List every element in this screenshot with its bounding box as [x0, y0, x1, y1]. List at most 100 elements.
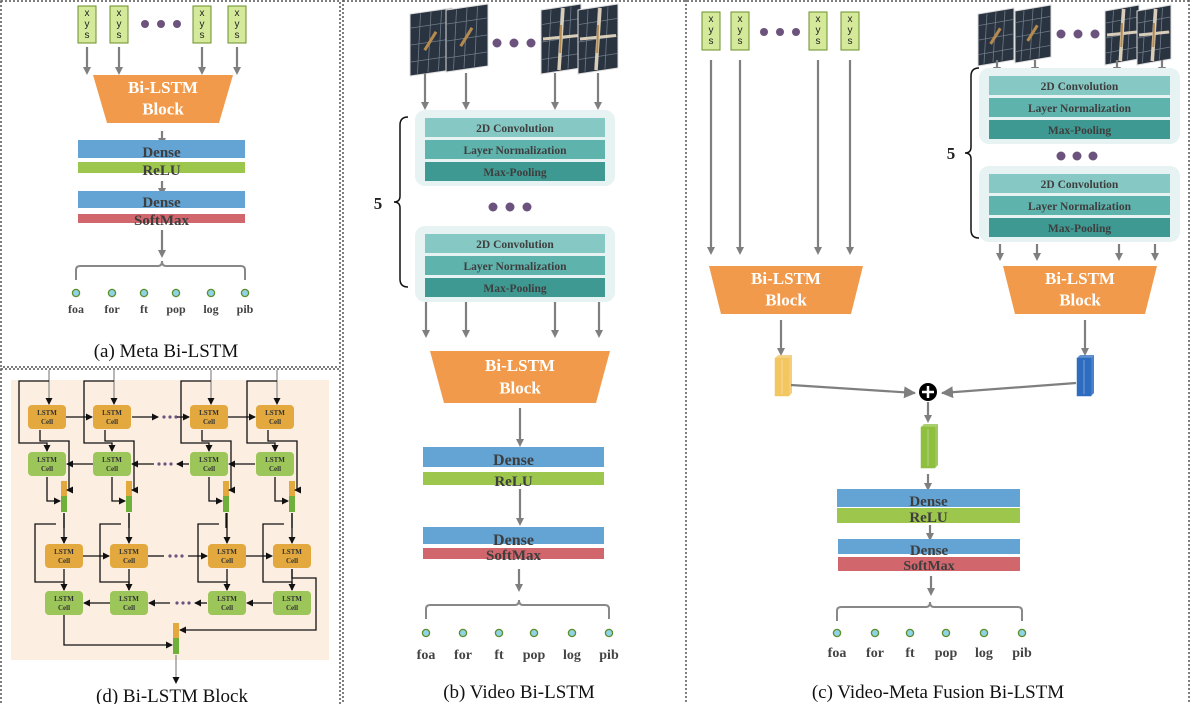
meta-to-fusion-arrow	[790, 383, 916, 399]
lstm-cell-label-line2: Cell	[58, 557, 70, 565]
input-token: xys	[192, 5, 212, 44]
dense-layer-2-bar	[838, 539, 1020, 554]
lstm-cell-label-line1: LSTM	[102, 456, 122, 464]
lstm-cell-label-line2: Cell	[269, 418, 281, 426]
output-node	[171, 288, 181, 298]
ellipsis-dot	[181, 601, 185, 605]
fused-feature-vector	[920, 424, 938, 469]
dense-layer-2: Dense	[423, 527, 604, 549]
output-label-ft: ft	[140, 302, 148, 316]
fused-feature-vector-top	[921, 424, 938, 427]
connection-line	[83, 380, 116, 452]
token-feature-label: x	[738, 14, 743, 25]
token-feature-label: x	[200, 8, 205, 19]
output-label-log: log	[203, 302, 218, 316]
bilstm-label-line2: Block	[765, 290, 807, 309]
output-node	[870, 628, 880, 638]
bilstm-block: Bi-LSTM Block	[430, 351, 610, 403]
concat-vector	[289, 481, 295, 512]
conv-layer-label: 2D Convolution	[476, 123, 554, 135]
bilstm-label-line2: Block	[1059, 290, 1101, 309]
ellipsis-dots	[1056, 29, 1100, 39]
dense-layer-label: Dense	[909, 494, 948, 510]
bilstm-trapezoid	[93, 75, 233, 123]
bilstm-trapezoid	[709, 266, 863, 314]
token-feature-label: y	[235, 19, 240, 30]
lstm-cell-box	[256, 405, 294, 429]
output-brace	[836, 601, 1023, 621]
lstm-cell-box	[45, 591, 83, 615]
token-feature-label: y	[709, 25, 714, 36]
output-node	[832, 628, 842, 638]
lstm-cell-label-line2: Cell	[106, 418, 118, 426]
repeat-brace	[393, 116, 409, 288]
output-node	[567, 628, 577, 638]
token-feature-label: y	[85, 19, 90, 30]
softmax-layer: SoftMax	[423, 548, 604, 564]
input-token: xys	[77, 5, 97, 44]
output-label-for: for	[866, 646, 884, 661]
forward-half	[126, 481, 132, 496]
connection-line	[46, 477, 61, 505]
token-box	[192, 5, 212, 44]
panel-b-caption: (b) Video Bi-LSTM	[443, 682, 595, 703]
output-label-for: for	[454, 648, 472, 663]
output-node	[1017, 628, 1027, 638]
output-node	[421, 628, 431, 638]
output-node	[458, 628, 468, 638]
softmax-layer: SoftMax	[838, 557, 1020, 574]
dense-layer-2-label: Dense	[142, 195, 181, 211]
relu-layer-label: ReLU	[494, 474, 532, 490]
norm-layer-label: Layer Normalization	[464, 145, 568, 157]
ellipsis-dot	[187, 601, 191, 605]
lstm-cell-label-line2: Cell	[123, 557, 135, 565]
bilstm-label-line2: Block	[499, 379, 541, 398]
softmax-layer-label: SoftMax	[134, 213, 189, 229]
conv-layer-label: 2D Convolution	[1041, 81, 1119, 93]
input-token: xys	[109, 5, 129, 44]
bilstm-label-line1: Bi-LSTM	[485, 356, 555, 375]
frame-object	[596, 24, 599, 54]
frame-grid-line	[410, 21, 452, 29]
relu-layer-label: ReLU	[909, 510, 947, 526]
frame-object	[1120, 22, 1123, 48]
ellipsis-dots	[488, 202, 532, 212]
backward-half	[61, 496, 67, 512]
relu-layer-bar	[837, 508, 1020, 523]
token-feature-label: x	[848, 14, 853, 25]
ellipsis-dot	[157, 462, 161, 466]
token-feature-label: x	[709, 14, 714, 25]
frame-object	[1026, 24, 1039, 42]
token-feature-label: x	[235, 8, 240, 19]
dense-layer-2-bar	[78, 191, 245, 208]
concat-vector	[61, 481, 67, 512]
frame-object	[1152, 22, 1155, 48]
output-label-foa: foa	[417, 648, 436, 663]
lstm-cell-box	[28, 452, 66, 476]
input-token: xys	[701, 11, 721, 51]
repeat-count-label: 5	[947, 144, 956, 163]
dense-layer-bar	[837, 489, 1020, 507]
bilstm-trapezoid	[430, 351, 610, 403]
video-frame	[1136, 4, 1172, 66]
ellipsis-dots	[760, 28, 800, 36]
connection-line	[208, 477, 223, 505]
meta-feature-vector-side	[789, 355, 792, 396]
token-feature-label: x	[117, 8, 122, 19]
lstm-cell-box	[208, 544, 246, 568]
frame-object	[989, 27, 1002, 45]
ellipsis-dot	[505, 202, 515, 212]
ellipsis-dot	[1073, 29, 1083, 39]
connection-line	[267, 430, 301, 494]
connection-line	[179, 569, 317, 634]
pool-layer-bar	[989, 120, 1170, 139]
output-node	[604, 628, 614, 638]
ellipsis-dot	[1090, 29, 1100, 39]
